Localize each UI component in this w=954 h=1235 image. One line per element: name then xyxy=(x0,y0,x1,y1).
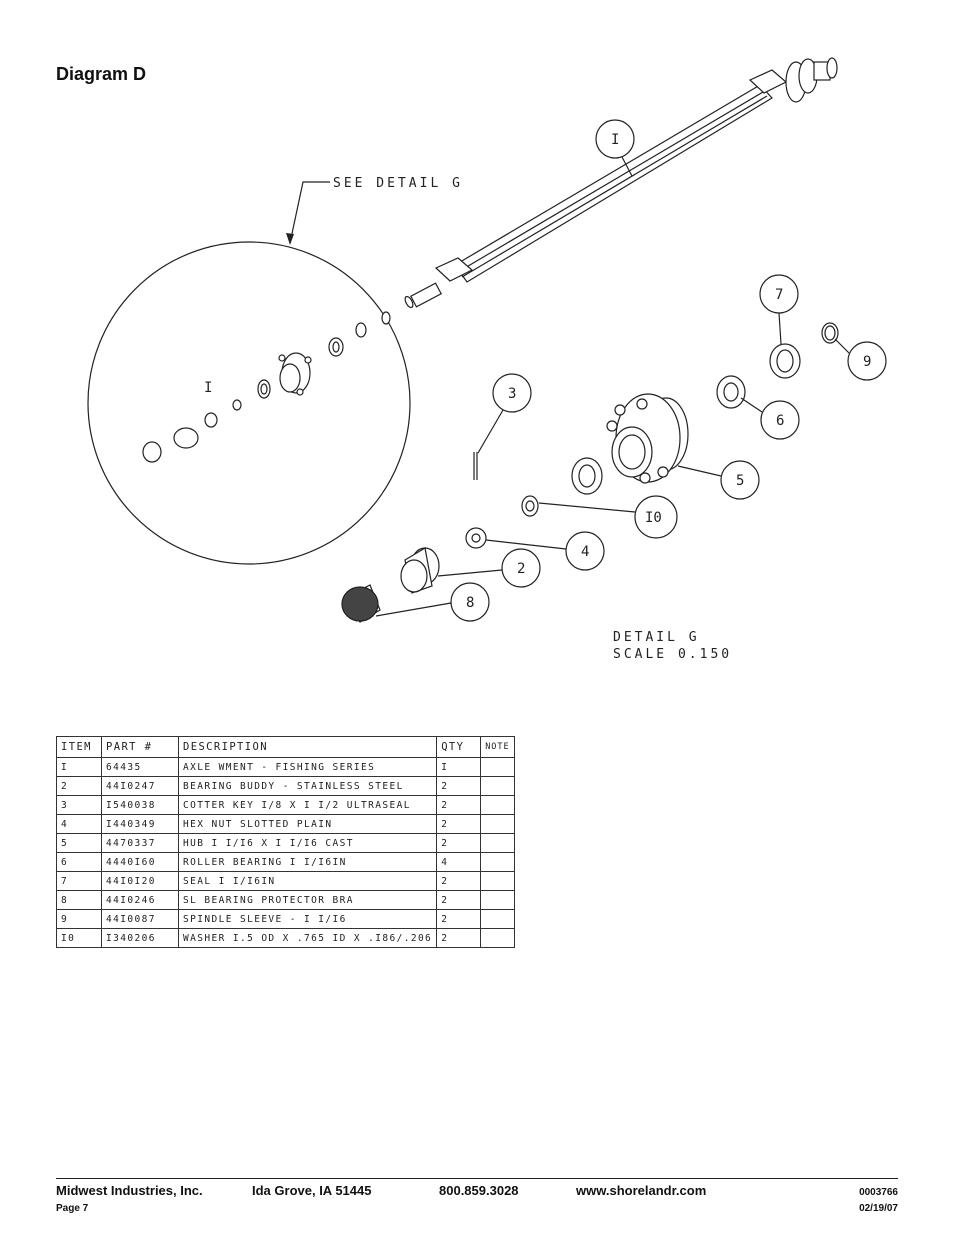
callout-3: 3 xyxy=(508,386,516,402)
cell-description: HEX NUT SLOTTED PLAIN xyxy=(177,814,438,834)
cell-qty: I xyxy=(436,757,482,777)
callout-6: 6 xyxy=(776,413,784,429)
cell-part: I540038 xyxy=(101,795,179,815)
callouts: I 7 9 6 5 3 I0 4 2 8 xyxy=(375,119,887,622)
cell-description: AXLE WMENT - FISHING SERIES xyxy=(177,757,438,777)
cell-part: 44I0087 xyxy=(101,909,179,929)
cell-item: I xyxy=(56,757,102,777)
detail-g-label: DETAIL G xyxy=(613,630,700,645)
cell-description: SL BEARING PROTECTOR BRA xyxy=(177,890,438,910)
cell-description: WASHER I.5 OD X .765 ID X .I86/.206 xyxy=(177,928,438,948)
cell-part: 44I0246 xyxy=(101,890,179,910)
cell-item: 9 xyxy=(56,909,102,929)
detail-circle xyxy=(87,241,411,565)
cell-item: 5 xyxy=(56,833,102,853)
cell-description: COTTER KEY I/8 X I I/2 ULTRASEAL xyxy=(177,795,438,815)
footer-company: Midwest Industries, Inc. xyxy=(56,1183,203,1198)
header-description: DESCRIPTION xyxy=(177,736,438,758)
exploded-parts xyxy=(341,322,839,623)
cell-qty: 2 xyxy=(436,814,482,834)
cell-part: 44I0I20 xyxy=(101,871,179,891)
cell-item: 3 xyxy=(56,795,102,815)
cell-part: 44I0247 xyxy=(101,776,179,796)
callout-1: I xyxy=(611,132,619,148)
cell-description: SPINDLE SLEEVE - I I/I6 xyxy=(177,909,438,929)
cell-description: HUB I I/I6 X I I/I6 CAST xyxy=(177,833,438,853)
detail-inset-label: I xyxy=(204,380,212,396)
cell-qty: 2 xyxy=(436,776,482,796)
cell-qty: 2 xyxy=(436,909,482,929)
footer-city: Ida Grove, IA 51445 xyxy=(252,1183,372,1198)
callout-7: 7 xyxy=(775,287,783,303)
header-qty: QTY xyxy=(436,736,482,758)
table-header-row: ITEM PART # DESCRIPTION QTY NOTE xyxy=(56,736,516,758)
cell-note xyxy=(480,871,516,891)
cell-qty: 2 xyxy=(436,795,482,815)
cell-qty: 2 xyxy=(436,928,482,948)
cell-item: 8 xyxy=(56,890,102,910)
cell-note xyxy=(480,814,516,834)
cell-note xyxy=(480,852,516,872)
cell-part: 64435 xyxy=(101,757,179,777)
axle-assembly xyxy=(404,57,838,309)
detail-inset-parts xyxy=(142,311,391,463)
cell-note xyxy=(480,795,516,815)
cell-item: 6 xyxy=(56,852,102,872)
cell-note xyxy=(480,833,516,853)
cell-item: 4 xyxy=(56,814,102,834)
callout-10: I0 xyxy=(645,510,662,526)
header-part: PART # xyxy=(101,736,179,758)
cell-note xyxy=(480,776,516,796)
cell-description: BEARING BUDDY - STAINLESS STEEL xyxy=(177,776,438,796)
cell-note xyxy=(480,928,516,948)
header-item: ITEM xyxy=(56,736,102,758)
see-detail-label: SEE DETAIL G xyxy=(333,176,463,191)
callout-8: 8 xyxy=(466,595,474,611)
callout-9: 9 xyxy=(863,354,871,370)
cell-description: SEAL I I/I6IN xyxy=(177,871,438,891)
cell-qty: 2 xyxy=(436,871,482,891)
scale-label: SCALE 0.150 xyxy=(613,647,732,662)
callout-5: 5 xyxy=(736,473,744,489)
footer-doc-number: 0003766 xyxy=(859,1187,898,1198)
footer-page-number: Page 7 xyxy=(56,1203,89,1214)
cell-qty: 4 xyxy=(436,852,482,872)
footer-phone: 800.859.3028 xyxy=(439,1183,519,1198)
cell-description: ROLLER BEARING I I/I6IN xyxy=(177,852,438,872)
cell-item: I0 xyxy=(56,928,102,948)
page-title: Diagram D xyxy=(56,64,147,84)
header-note: NOTE xyxy=(480,736,516,758)
cell-item: 2 xyxy=(56,776,102,796)
cell-part: I340206 xyxy=(101,928,179,948)
cell-part: 4440I60 xyxy=(101,852,179,872)
footer-website: www.shorelandr.com xyxy=(576,1183,707,1198)
callout-4: 4 xyxy=(581,544,589,560)
cell-qty: 2 xyxy=(436,890,482,910)
cell-note xyxy=(480,890,516,910)
footer-divider xyxy=(56,1178,898,1179)
cell-note xyxy=(480,757,516,777)
footer-date: 02/19/07 xyxy=(859,1203,898,1214)
cell-part: 4470337 xyxy=(101,833,179,853)
cell-note xyxy=(480,909,516,929)
cell-item: 7 xyxy=(56,871,102,891)
cell-part: I440349 xyxy=(101,814,179,834)
see-detail-leader xyxy=(289,181,330,244)
cell-qty: 2 xyxy=(436,833,482,853)
callout-2: 2 xyxy=(517,561,525,577)
exploded-diagram: SEE DETAIL G I xyxy=(87,57,887,662)
